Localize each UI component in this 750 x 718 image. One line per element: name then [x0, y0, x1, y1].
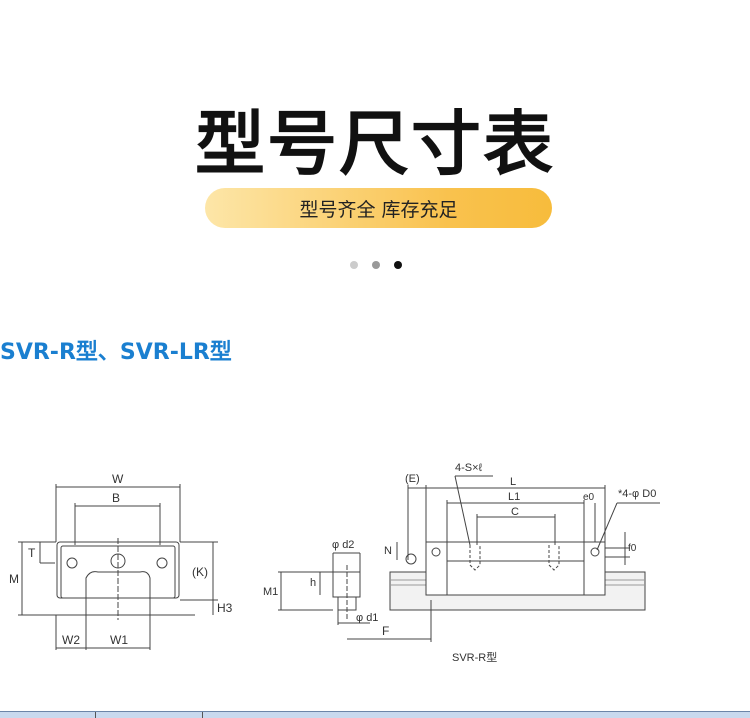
label-N: N — [384, 545, 392, 557]
diagram-caption: SVR-R型 — [452, 650, 497, 664]
label-f0: f0 — [628, 543, 637, 554]
table-header-strip — [0, 711, 750, 718]
page-title: 型号尺寸表 — [195, 103, 555, 185]
label-d1: φ d1 — [356, 612, 378, 624]
label-W: W — [112, 472, 124, 486]
carousel-dot-active[interactable] — [394, 261, 402, 269]
label-F: F — [382, 624, 389, 638]
subtitle-banner: 型号齐全 库存充足 — [205, 188, 552, 228]
label-H3: H3 — [217, 601, 233, 615]
section-title: SVR-R型、SVR-LR型 — [0, 340, 232, 365]
label-D0: *4-φ D0 — [618, 488, 656, 500]
label-C: C — [511, 506, 519, 518]
front-view — [18, 484, 218, 650]
side-view — [278, 475, 660, 642]
label-K: (K) — [192, 565, 208, 579]
label-T: T — [28, 546, 36, 560]
label-E: (E) — [405, 473, 420, 485]
label-M1: M1 — [263, 586, 278, 598]
label-B: B — [112, 491, 120, 505]
label-L: L — [510, 476, 516, 488]
label-W2: W2 — [62, 633, 80, 647]
label-M: M — [9, 572, 19, 586]
label-e0: e0 — [583, 492, 595, 503]
label-d2: φ d2 — [332, 539, 354, 551]
label-S: 4-S×ℓ — [455, 462, 483, 474]
carousel-dot[interactable] — [372, 261, 380, 269]
carousel-indicators — [350, 261, 402, 269]
label-W1: W1 — [110, 633, 128, 647]
carousel-dot[interactable] — [350, 261, 358, 269]
label-h: h — [310, 577, 316, 589]
label-L1: L1 — [508, 491, 520, 503]
